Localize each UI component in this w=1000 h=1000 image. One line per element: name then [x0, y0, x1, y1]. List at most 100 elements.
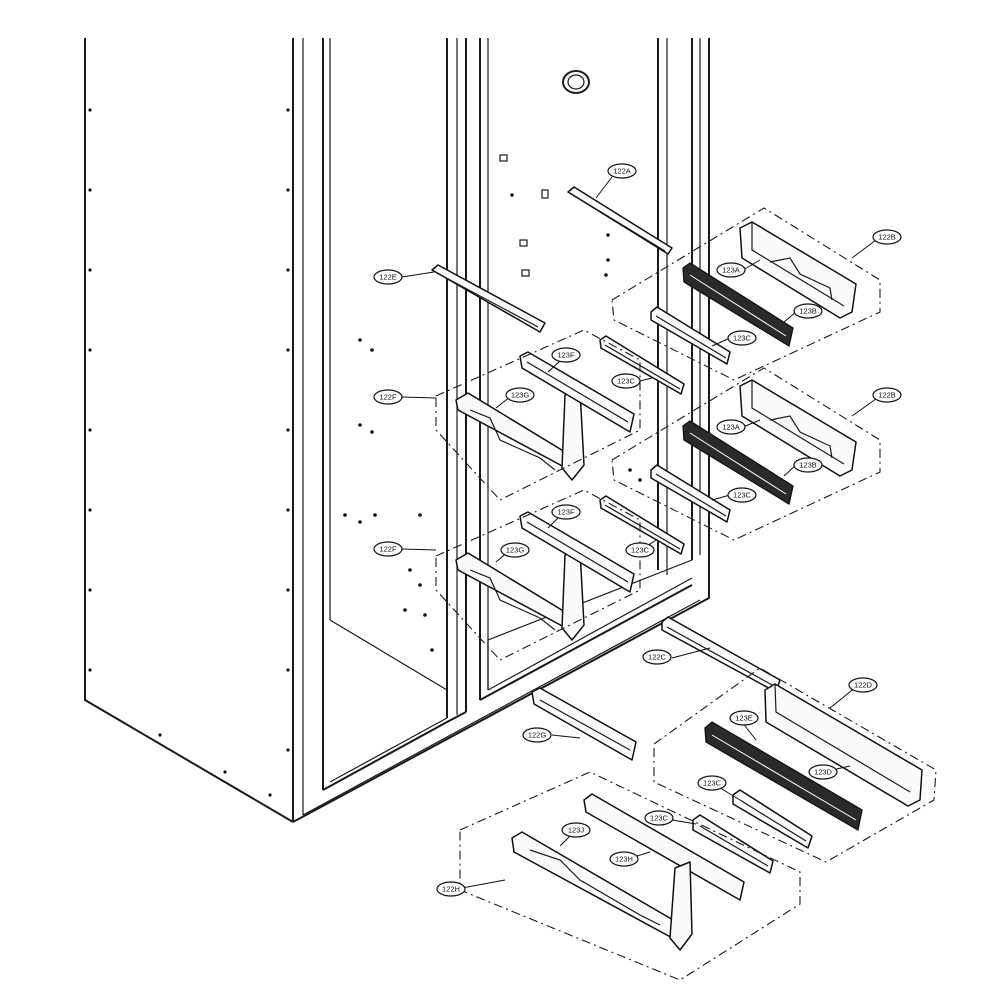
- rail-122C: [661, 616, 781, 693]
- slide-123C-upper: [650, 306, 731, 365]
- callout-label: 122E: [379, 273, 397, 282]
- callout-label: 123C: [617, 377, 636, 386]
- callout-tag: 122D: [848, 677, 878, 693]
- callout-tag: 123F: [551, 347, 581, 363]
- bracket-122F-lower: [455, 511, 635, 641]
- callout-ellipse: [727, 330, 757, 346]
- callout-ellipse: [625, 542, 655, 558]
- callout-ellipse: [793, 303, 823, 319]
- slide-123C-drawer: [692, 814, 774, 874]
- callout-label: 122A: [613, 167, 631, 176]
- callout-label: 122G: [528, 731, 547, 740]
- callout-label: 123A: [722, 423, 740, 432]
- slide-123C-lower-mid: [599, 495, 685, 555]
- callout-tag: 122F: [373, 541, 403, 557]
- callout-label: 123B: [799, 461, 817, 470]
- callout-ellipse: [644, 810, 674, 826]
- callout-label: 122F: [379, 393, 397, 402]
- callout-ellipse: [872, 229, 902, 245]
- panel-screw-dots: [88, 108, 642, 797]
- callout-ellipse: [551, 504, 581, 520]
- callout-tag: 123C: [644, 810, 674, 826]
- bracket-122B-lower: [739, 379, 857, 477]
- callout-ellipse: [872, 387, 902, 403]
- callout-ellipse: [727, 487, 757, 503]
- callout-ellipse: [697, 775, 727, 791]
- bracket-122B-upper: [739, 221, 857, 319]
- callout-tag: 123E: [729, 710, 759, 726]
- callout-tag: 123C: [625, 542, 655, 558]
- callout-ellipse: [561, 822, 591, 838]
- callout-tag: 123D: [808, 764, 838, 780]
- callout-ellipse: [505, 387, 535, 403]
- callout-tag: 123G: [505, 387, 535, 403]
- callout-tag: 123C: [611, 373, 641, 389]
- callout-tag: 123B: [793, 457, 823, 473]
- callout-label: 122F: [379, 545, 397, 554]
- callout-ellipse: [808, 764, 838, 780]
- callout-tag: 122C: [642, 649, 672, 665]
- slide-123C-lower: [650, 464, 731, 523]
- callout-label: 123D: [814, 768, 833, 777]
- callout-ellipse: [436, 881, 466, 897]
- bracket-122H: [511, 793, 745, 951]
- callout-label: 122C: [648, 653, 667, 662]
- slide-123B-upper: [682, 262, 794, 348]
- callout-tag: 122E: [373, 269, 403, 285]
- callout-tag: 123C: [697, 775, 727, 791]
- callout-tag: 123F: [551, 504, 581, 520]
- callout-ellipse: [609, 851, 639, 867]
- callout-tag: 123J: [561, 822, 591, 838]
- callout-label: 123C: [650, 814, 669, 823]
- callout-label: 123C: [733, 334, 752, 343]
- rail-122E: [431, 264, 546, 333]
- callout-label: 122H: [442, 885, 460, 894]
- callout-tag: 123H: [609, 851, 639, 867]
- callout-ellipse: [373, 389, 403, 405]
- callout-tag: 123G: [500, 542, 530, 558]
- callout-label: 122B: [878, 233, 896, 242]
- callout-tag: 122G: [522, 727, 552, 743]
- callout-label: 123A: [722, 266, 740, 275]
- bracket-122D: [764, 683, 923, 807]
- slide-123C-freezer: [732, 789, 813, 849]
- callout-tag: 123B: [793, 303, 823, 319]
- callout-tag: 123C: [727, 330, 757, 346]
- callout-ellipse: [716, 419, 746, 435]
- callout-label: 122B: [878, 391, 896, 400]
- callout-tag: 123A: [716, 262, 746, 278]
- callout-tag: 122F: [373, 389, 403, 405]
- callout-tags: 122A 122B 123A 123B 123C 122E 123F 123C …: [373, 163, 902, 897]
- callout-ellipse: [848, 677, 878, 693]
- slide-123B-lower: [682, 420, 794, 506]
- slide-123E: [704, 721, 863, 832]
- callout-label: 123E: [735, 714, 753, 723]
- callout-label: 123G: [511, 391, 530, 400]
- callout-label: 123C: [703, 779, 722, 788]
- cabinet-body: [84, 38, 710, 823]
- callout-tag: 122B: [872, 229, 902, 245]
- callout-tag: 122B: [872, 387, 902, 403]
- callout-ellipse: [607, 163, 637, 179]
- bracket-122F-upper: [455, 351, 635, 481]
- callout-label: 123G: [506, 546, 525, 555]
- callout-tag: 123C: [727, 487, 757, 503]
- callout-tag: 123A: [716, 419, 746, 435]
- callout-label: 123B: [799, 307, 817, 316]
- group-outlines: [435, 207, 937, 981]
- upper-rail-122A: [567, 186, 673, 255]
- rail-122G: [531, 687, 637, 761]
- callout-label: 123C: [733, 491, 752, 500]
- callout-tag: 122H: [436, 881, 466, 897]
- callout-ellipse: [716, 262, 746, 278]
- callout-ellipse: [522, 727, 552, 743]
- callout-ellipse: [373, 541, 403, 557]
- callout-ellipse: [611, 373, 641, 389]
- callout-tag: 122A: [607, 163, 637, 179]
- callout-label: 122D: [854, 681, 873, 690]
- callout-ellipse: [551, 347, 581, 363]
- callout-ellipse: [793, 457, 823, 473]
- callout-label: 123F: [557, 351, 575, 360]
